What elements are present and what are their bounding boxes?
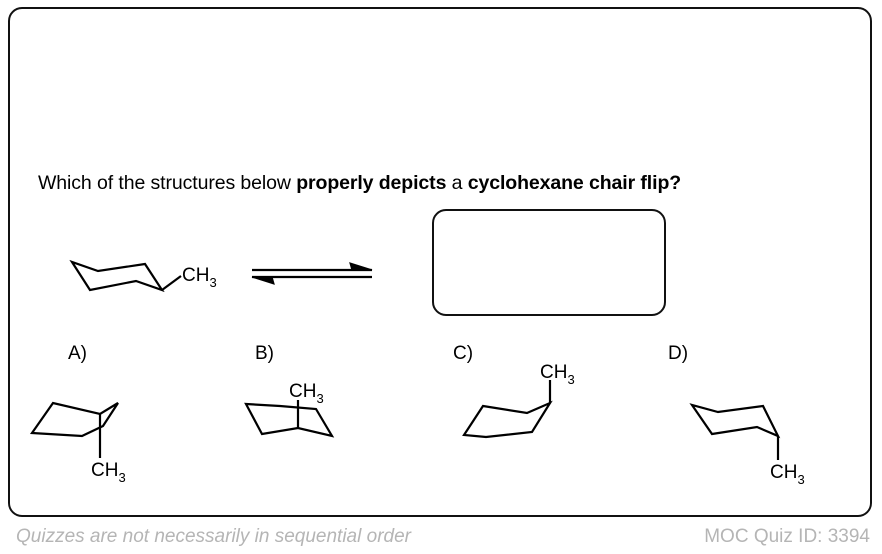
option-d-ring	[689, 403, 781, 439]
starting-chair-ring	[69, 259, 165, 293]
footer-note: Quizzes are not necessarily in sequentia…	[16, 526, 411, 547]
footer-quiz-id: MOC Quiz ID: 3394	[704, 526, 870, 547]
option-c-molecule[interactable]: CH3	[462, 362, 575, 439]
forward-arrow-head	[349, 262, 373, 271]
question-bold-1: properly depicts	[296, 172, 447, 194]
reverse-arrow-head	[251, 276, 275, 285]
option-b-ring	[244, 402, 335, 438]
option-b-methyl-label: CH3	[289, 381, 324, 406]
option-b-label[interactable]: B)	[255, 343, 274, 364]
option-c-methyl-label: CH3	[540, 362, 575, 387]
question-part-2: a	[446, 172, 468, 194]
option-d-label[interactable]: D)	[668, 343, 689, 364]
starting-methyl-bond	[161, 275, 182, 291]
question-text: Which of the structures below properly d…	[38, 172, 681, 195]
starting-chair-molecule: CH3	[69, 259, 217, 293]
option-d-methyl-label: CH3	[770, 462, 805, 487]
option-c-ring	[462, 400, 553, 439]
option-c-label[interactable]: C)	[453, 343, 474, 364]
answer-box[interactable]	[432, 209, 666, 316]
option-a-methyl-label: CH3	[91, 460, 126, 485]
starting-methyl-label: CH3	[182, 265, 217, 290]
option-a-ring	[29, 401, 119, 438]
option-a-label[interactable]: A)	[68, 343, 87, 364]
option-b-molecule[interactable]: CH3	[244, 381, 335, 438]
question-bold-2: cyclohexane chair flip?	[467, 172, 682, 194]
question-part-1: Which of the structures below	[38, 172, 297, 194]
option-a-molecule[interactable]: CH3	[29, 401, 126, 485]
option-d-molecule[interactable]: CH3	[689, 403, 805, 487]
quiz-card	[8, 7, 872, 517]
equilibrium-arrows	[251, 262, 373, 285]
